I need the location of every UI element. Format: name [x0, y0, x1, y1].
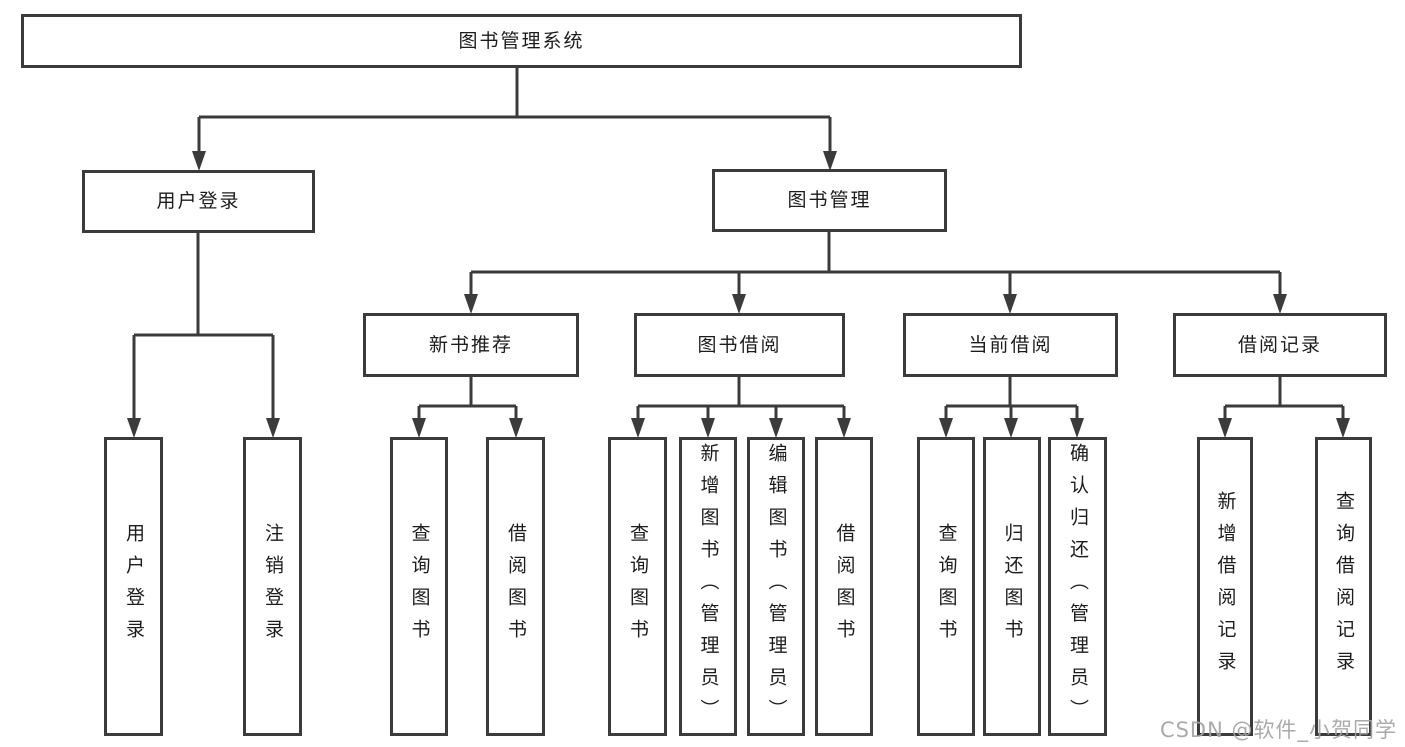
leaf-borrow-add-label: 新增图书（管理员）	[697, 442, 720, 731]
connector-borrow	[636, 377, 846, 425]
connector-root	[197, 68, 832, 158]
leaf-borrow-query-label: 查询图书	[627, 522, 649, 651]
node-root-label: 图书管理系统	[458, 29, 585, 52]
node-book-mgmt-label: 图书管理	[787, 189, 872, 211]
leaf-user-login-label: 用户登录	[123, 522, 145, 651]
leaf-logout: 注销登录	[243, 437, 302, 736]
connector-user-login	[132, 232, 275, 425]
node-book-borrow: 图书借阅	[634, 313, 845, 377]
leaf-records-add: 新增借阅记录	[1197, 437, 1253, 736]
connector-records	[1223, 377, 1345, 425]
csdn-watermark: CSDN @软件_小贺同学	[1159, 718, 1397, 742]
node-book-mgmt: 图书管理	[712, 169, 947, 232]
leaf-logout-label: 注销登录	[262, 522, 284, 651]
node-book-borrow-label: 图书借阅	[697, 333, 782, 356]
arrowheads	[127, 151, 1350, 438]
connector-book-mgmt	[469, 232, 1282, 300]
leaf-records-add-label: 新增借阅记录	[1214, 490, 1237, 683]
leaf-current-return: 归还图书	[983, 437, 1041, 736]
node-current-borrow: 当前借阅	[903, 313, 1118, 377]
leaf-newbook-borrow: 借阅图书	[486, 437, 545, 736]
node-root: 图书管理系统	[21, 14, 1022, 68]
node-current-borrow-label: 当前借阅	[968, 333, 1053, 356]
node-new-book-rec: 新书推荐	[363, 313, 579, 377]
leaf-borrow-add: 新增图书（管理员）	[679, 437, 737, 736]
node-user-login: 用户登录	[82, 170, 315, 233]
leaf-user-login: 用户登录	[104, 437, 163, 736]
connector-current	[944, 377, 1079, 425]
leaf-borrow-edit-label: 编辑图书（管理员）	[765, 442, 788, 731]
leaf-current-query-label: 查询图书	[935, 522, 958, 651]
node-user-login-label: 用户登录	[156, 190, 241, 212]
leaf-newbook-query-label: 查询图书	[408, 522, 431, 651]
leaf-newbook-borrow-label: 借阅图书	[505, 522, 527, 651]
node-borrow-records-label: 借阅记录	[1237, 333, 1322, 356]
leaf-borrow-edit: 编辑图书（管理员）	[747, 437, 805, 736]
leaf-borrow-borrow: 借阅图书	[815, 437, 873, 736]
leaf-current-return-label: 归还图书	[1001, 522, 1024, 651]
node-borrow-records: 借阅记录	[1173, 313, 1387, 377]
leaf-records-query: 查询借阅记录	[1315, 437, 1372, 736]
leaf-current-confirm: 确认归还（管理员）	[1048, 437, 1107, 736]
leaf-borrow-borrow-label: 借阅图书	[833, 522, 856, 651]
leaf-current-query: 查询图书	[917, 437, 975, 736]
leaf-newbook-query: 查询图书	[390, 437, 448, 736]
leaf-borrow-query: 查询图书	[608, 437, 667, 736]
node-new-book-rec-label: 新书推荐	[428, 333, 513, 356]
leaf-records-query-label: 查询借阅记录	[1333, 490, 1355, 683]
connector-new-book	[417, 377, 518, 425]
leaf-current-confirm-label: 确认归还（管理员）	[1067, 442, 1089, 731]
